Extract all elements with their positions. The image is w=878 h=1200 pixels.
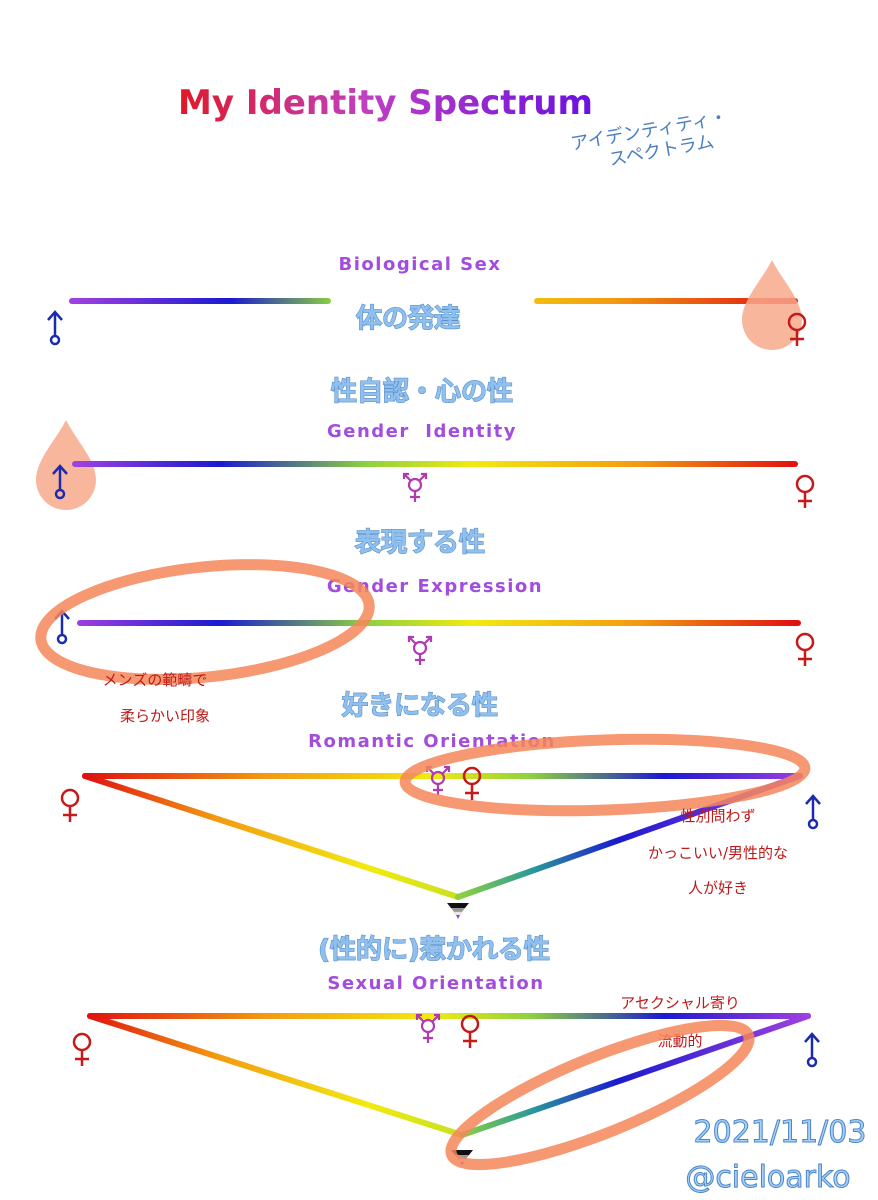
- female-symbol-icon: [460, 1014, 480, 1050]
- section-label-jp: 表現する性: [355, 528, 485, 558]
- section-label-en: Gender Expression: [327, 576, 543, 597]
- male-symbol-icon: [803, 1032, 821, 1068]
- section-romantic-orientation: 好きになる性 Romantic Orientation 性別問わず かっこいい/…: [60, 690, 822, 920]
- male-symbol-icon: [804, 794, 822, 830]
- annotation-note: メンズの範疇で: [103, 671, 208, 689]
- section-label-jp: (性的に)惹かれる性: [318, 934, 550, 965]
- section-label-jp: 好きになる性: [341, 691, 498, 721]
- spectrum-line: [87, 1013, 465, 1138]
- annotation-note: アセクシャル寄り: [620, 994, 740, 1012]
- transgender-symbol-icon: [407, 635, 433, 667]
- gender-symbols-icon: [425, 765, 451, 797]
- annotation-note: 性別問わず: [680, 807, 755, 825]
- section-sexual-orientation: (性的に)惹かれる性 Sexual Orientation アセクシャル寄り 流…: [72, 933, 821, 1171]
- spectrum-line: [82, 773, 461, 900]
- annotation-note: 柔らかい印象: [120, 707, 210, 725]
- section-label-en: Biological Sex: [339, 254, 502, 275]
- drop-marker-icon: [742, 260, 802, 350]
- date-stamp: 2021/11/03: [694, 1115, 867, 1150]
- transgender-symbol-icon: [402, 472, 428, 504]
- male-symbol-icon: [46, 310, 64, 346]
- female-symbol-icon: [462, 766, 482, 802]
- annotation-note: 人が好き: [688, 879, 748, 897]
- female-symbol-icon: [72, 1032, 92, 1068]
- section-gender-identity: 性自認・心の性 Gender Identity: [36, 375, 815, 510]
- page-title: My Identity Spectrum: [178, 83, 593, 123]
- female-symbol-icon: [795, 474, 815, 510]
- author-handle: @cieloarko: [685, 1160, 850, 1195]
- section-gender-expression: 表現する性 Gender Expression メンズの範疇で 柔らかい印象: [35, 527, 815, 725]
- female-symbol-icon: [60, 788, 80, 824]
- highlight-circle: [399, 733, 811, 817]
- section-biological-sex: Biological Sex 体の発達: [46, 254, 807, 350]
- gender-symbols-icon: [415, 1013, 441, 1045]
- highlight-circle: [445, 1019, 755, 1171]
- female-symbol-icon: [795, 632, 815, 668]
- section-label-en: Gender Identity: [327, 421, 517, 442]
- ace-flag-icon: [446, 902, 470, 920]
- section-label-en: Sexual Orientation: [327, 973, 544, 994]
- annotation-note: かっこいい/男性的な: [648, 844, 788, 862]
- highlight-circle: [35, 559, 375, 685]
- section-label-jp: 体の発達: [356, 304, 460, 334]
- section-label-jp: 性自認・心の性: [331, 376, 513, 407]
